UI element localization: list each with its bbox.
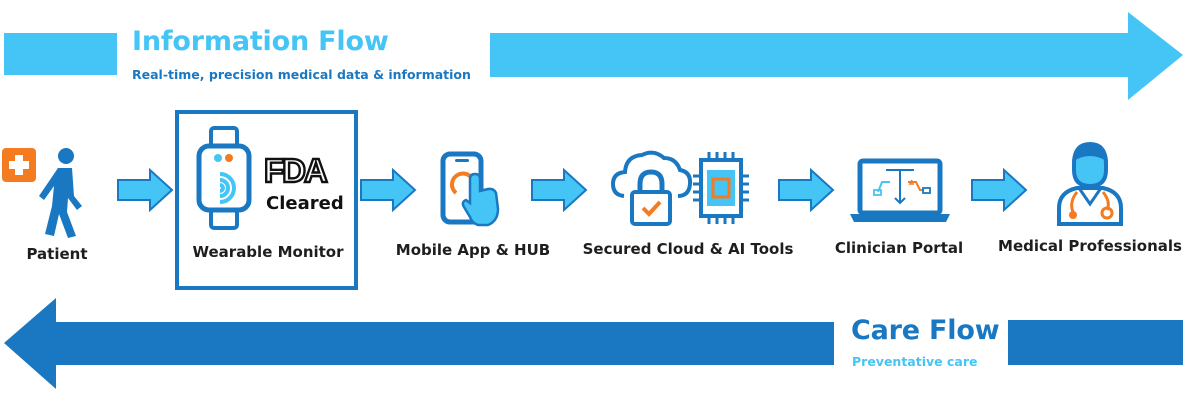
wearable-monitor-box bbox=[175, 110, 358, 290]
node-label-wearable-monitor: Wearable Monitor bbox=[192, 243, 344, 261]
laptop-flowchart-icon bbox=[850, 158, 950, 222]
information-flow-arrow bbox=[4, 12, 1183, 100]
smartphone-tap-icon bbox=[440, 151, 500, 227]
fda-logo: FDA bbox=[263, 151, 330, 190]
node-label-secured-cloud: Secured Cloud & AI Tools bbox=[582, 240, 794, 258]
walking-person-icon bbox=[39, 148, 82, 238]
information-flow-subtitle: Real-time, precision medical data & info… bbox=[132, 67, 471, 82]
node-label-patient: Patient bbox=[26, 245, 88, 263]
doctor-icon bbox=[1057, 142, 1123, 226]
node-label-mobile-app: Mobile App & HUB bbox=[395, 241, 551, 259]
flow-arrow-1 bbox=[117, 167, 174, 213]
node-label-medical-professionals: Medical Professionals bbox=[998, 237, 1182, 255]
svg-text:FDA: FDA bbox=[264, 152, 327, 189]
flow-arrow-3 bbox=[531, 167, 588, 213]
flow-arrow-5 bbox=[971, 167, 1028, 213]
medical-cross-icon bbox=[2, 148, 36, 182]
care-flow-subtitle: Preventative care bbox=[852, 354, 978, 369]
node-label-clinician-portal: Clinician Portal bbox=[834, 239, 964, 257]
fda-cleared-label: Cleared bbox=[266, 193, 344, 214]
flow-arrow-2 bbox=[360, 167, 417, 213]
flow-arrow-4 bbox=[778, 167, 835, 213]
smartwatch-icon bbox=[196, 126, 252, 230]
care-flow-title: Care Flow bbox=[851, 315, 1000, 346]
care-flow-arrow bbox=[4, 298, 1183, 389]
cloud-lock-chip-icon bbox=[610, 150, 749, 226]
information-flow-title: Information Flow bbox=[132, 26, 389, 57]
